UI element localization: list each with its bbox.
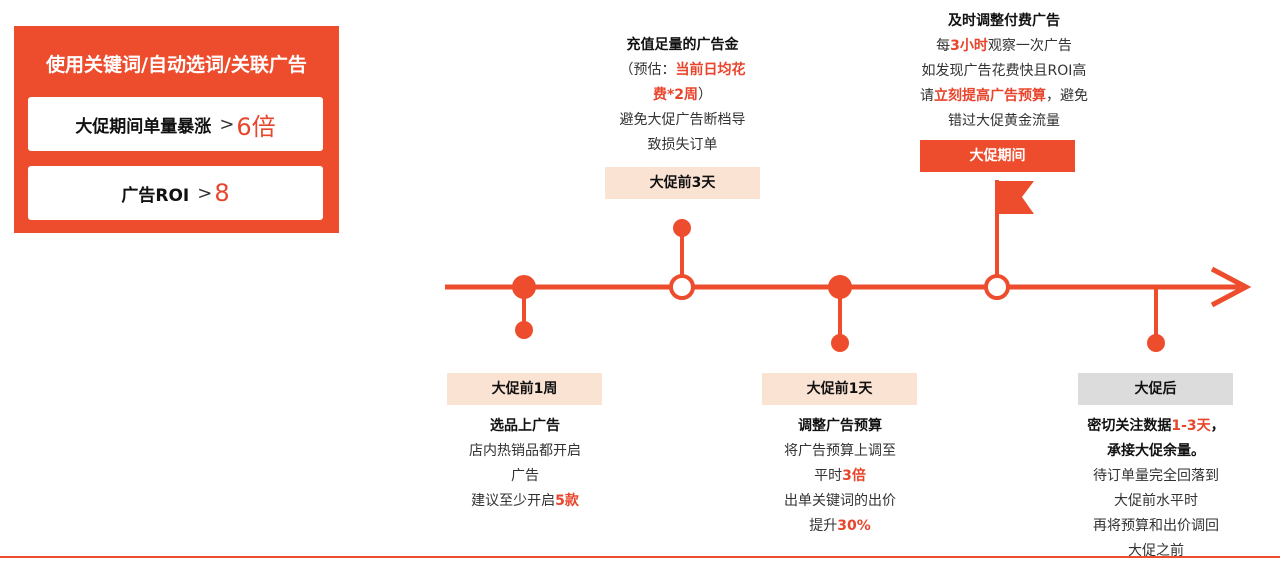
milestone-1-title: 选品上广告 [490,418,560,434]
roi-label: 广告ROI [121,185,190,206]
panel-title: 使用关键词/自动选词/关联广告 [46,54,307,76]
roi-gt: > [197,182,213,204]
milestone-5-title1: 密切关注数据1-3天， [1087,418,1225,434]
node4-dot [984,274,1010,300]
flag-icon [999,181,1034,214]
bottom-divider [0,556,1280,558]
milestone-3-label: 大促前1天 [762,373,917,405]
order-growth-label: 大促期间单量暴涨 [75,116,212,137]
node2-end-dot [673,219,691,237]
milestone-1-line3: 建议至少开启5款 [471,493,579,509]
node2-dot [669,274,695,300]
milestone-1-text: 选品上广告 店内热销品都开启 广告 建议至少开启5款 [415,414,635,514]
node3-end-dot [831,334,849,352]
milestone-5-text: 密切关注数据1-3天， 承接大促余量。 待订单量完全回落到 大促前水平时 再将预… [1040,414,1272,564]
timeline-arrow-icon [1210,266,1252,308]
node3-dot [828,275,852,299]
milestone-3-line3: 出单关键词的出价 [784,493,896,509]
milestone-5-line3: 再将预算和出价调回 [1093,518,1219,534]
milestone-3-line4: 提升30% [809,518,871,534]
milestone-4-title: 及时调整付费广告 [948,13,1060,29]
order-growth-gt: > [219,113,235,135]
milestone-2-line2: 费*2周） [652,87,713,103]
milestone-5-title2: 承接大促余量。 [1107,443,1205,459]
milestone-3-title: 调整广告预算 [798,418,882,434]
milestone-1-line1: 店内热销品都开启 [469,443,581,459]
milestone-2-text: 充值足量的广告金 （预估：当前日均花 费*2周） 避免大促广告断档导 致损失订单 [570,33,795,158]
node5-end-dot [1147,334,1165,352]
milestone-5-line2: 大促前水平时 [1114,493,1198,509]
milestone-4-label: 大促期间 [920,140,1075,172]
milestone-2-line4: 致损失订单 [647,137,718,153]
milestone-3-line1: 将广告预算上调至 [784,443,896,459]
milestone-4-text: 及时调整付费广告 每3小时观察一次广告 如发现广告花费快且ROI高 请立刻提高广… [868,9,1140,134]
roi-value: 8 [214,179,230,207]
milestone-2-line1: （预估：当前日均花 [619,62,746,78]
milestone-4-line1: 每3小时观察一次广告 [936,38,1072,54]
panel-box-roi: 广告ROI > 8 [28,166,323,220]
milestone-1-line2: 广告 [511,468,539,484]
milestone-5-label: 大促后 [1078,373,1233,405]
milestone-1-label: 大促前1周 [447,373,602,405]
milestone-4-line4: 错过大促黄金流量 [948,113,1060,129]
node1-dot [512,275,536,299]
node1-end-dot [515,321,533,339]
milestone-4-line2: 如发现广告花费快且ROI高 [921,63,1087,79]
milestone-2-title: 充值足量的广告金 [626,37,739,53]
summary-panel: 使用关键词/自动选词/关联广告 大促期间单量暴涨 > 6倍 广告ROI > 8 [14,26,339,233]
milestone-2-label: 大促前3天 [605,167,760,199]
milestone-3-line2: 平时3倍 [814,468,866,484]
milestone-3-text: 调整广告预算 将广告预算上调至 平时3倍 出单关键词的出价 提升30% [730,414,950,539]
milestone-5-line4: 大促之前 [1128,543,1184,559]
order-growth-value: 6倍 [236,112,276,141]
panel-box-order-growth: 大促期间单量暴涨 > 6倍 [28,97,323,151]
milestone-4-line3: 请立刻提高广告预算，避免 [920,88,1088,104]
milestone-2-line3: 避免大促广告断档导 [619,112,746,128]
milestone-5-line1: 待订单量完全回落到 [1093,468,1219,484]
